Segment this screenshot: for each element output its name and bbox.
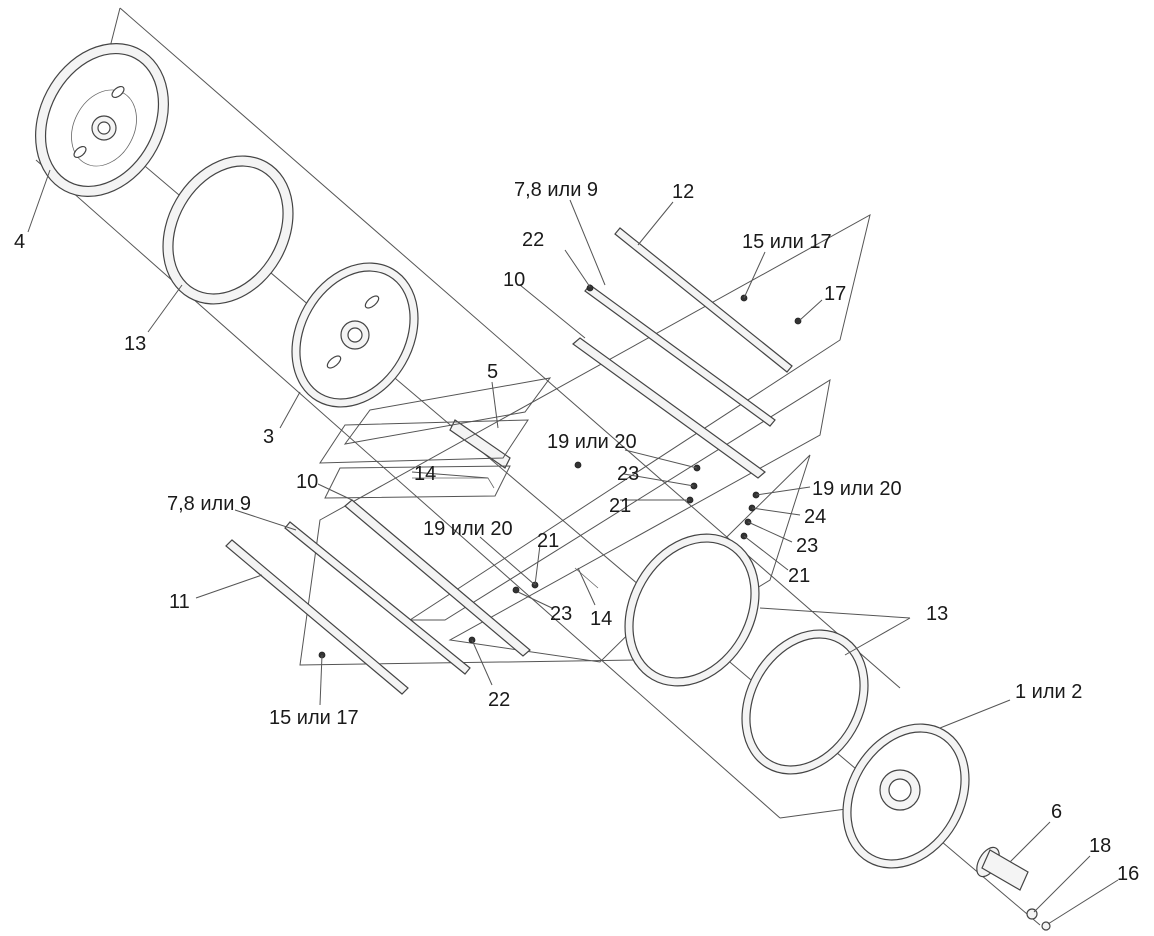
label-22-upper: 22 xyxy=(522,229,544,251)
label-3: 3 xyxy=(263,426,274,448)
label-23-a: 23 xyxy=(617,463,639,485)
bracket-10-upper xyxy=(572,337,766,479)
label-14-lower: 14 xyxy=(590,608,612,630)
label-11: 11 xyxy=(169,591,190,613)
label-22-lower: 22 xyxy=(488,689,510,711)
axis-line-bottom xyxy=(35,159,781,819)
label-1-2: 1 или 2 xyxy=(1015,681,1082,703)
bar-12 xyxy=(614,227,793,373)
fasteners xyxy=(318,284,802,659)
label-16: 16 xyxy=(1117,863,1139,885)
bar-7-8-9-lower xyxy=(284,521,471,675)
label-23-b: 23 xyxy=(796,535,818,557)
label-13-upper: 13 xyxy=(124,333,146,355)
label-7-8-9-upper: 7,8 или 9 xyxy=(514,179,598,201)
shaft-5 xyxy=(449,419,511,469)
label-19-20-c: 19 или 20 xyxy=(423,518,513,540)
label-6: 6 xyxy=(1051,801,1062,823)
leader-lines xyxy=(27,169,1119,925)
rim-ring-13-lower xyxy=(741,629,869,775)
axis-line-top xyxy=(119,7,901,689)
rim-ring-13-middle xyxy=(624,533,760,687)
label-24: 24 xyxy=(804,506,826,528)
label-14-upper: 14 xyxy=(414,463,436,485)
label-18: 18 xyxy=(1089,835,1111,857)
disc-wheel-4 xyxy=(35,43,169,197)
label-10-upper: 10 xyxy=(503,269,525,291)
label-17: 17 xyxy=(824,283,846,305)
label-13-lower: 13 xyxy=(926,603,948,625)
label-4: 4 xyxy=(14,231,25,253)
rim-ring-13-upper xyxy=(162,155,294,305)
bar-7-8-9-upper xyxy=(584,284,776,427)
bracket-10-lower xyxy=(344,499,531,657)
label-19-20-a: 19 или 20 xyxy=(547,431,637,453)
label-21-c: 21 xyxy=(537,530,559,552)
label-21-b: 21 xyxy=(788,565,810,587)
label-19-20-b: 19 или 20 xyxy=(812,478,902,500)
label-23-c: 23 xyxy=(550,603,572,625)
label-10-lower: 10 xyxy=(296,471,318,493)
label-7-8-9-lower: 7,8 или 9 xyxy=(167,493,251,515)
label-21-a: 21 xyxy=(609,495,631,517)
disc-wheel-3 xyxy=(291,262,419,408)
disc-wheel-1-2 xyxy=(842,723,970,869)
label-12: 12 xyxy=(672,181,694,203)
label-15-17-upper: 15 или 17 xyxy=(742,231,832,253)
hub-axle-6 xyxy=(976,846,1029,891)
label-15-17-lower: 15 или 17 xyxy=(269,707,359,729)
bar-11 xyxy=(225,539,409,695)
label-5: 5 xyxy=(487,361,498,383)
